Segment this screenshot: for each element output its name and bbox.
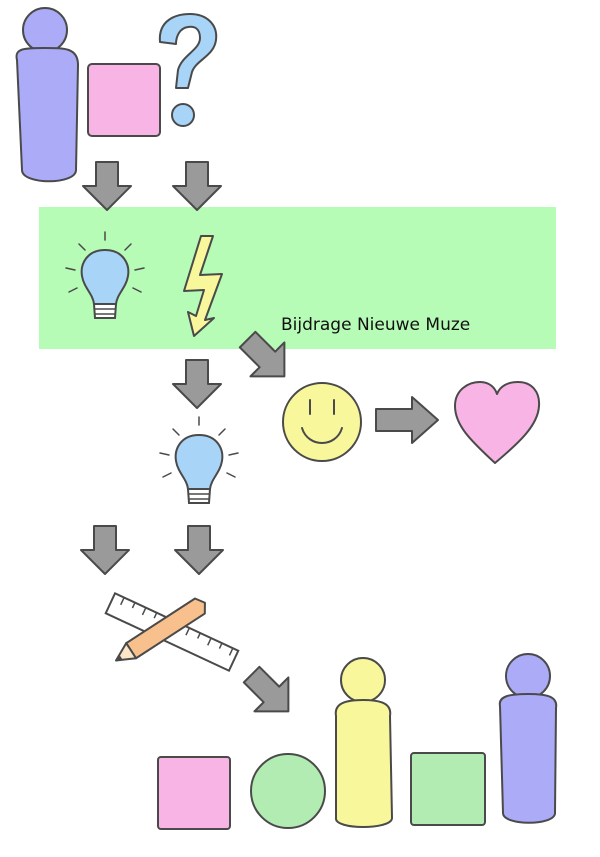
lightning-icon — [183, 235, 223, 337]
pencil-ruler-icon — [104, 591, 240, 673]
person-icon — [334, 657, 394, 828]
heart-icon — [454, 381, 541, 464]
arrow-down-icon — [172, 359, 222, 409]
person-icon — [15, 7, 80, 183]
question-mark-icon — [158, 13, 218, 127]
arrow-right-icon — [375, 396, 439, 444]
circle-icon — [250, 753, 326, 829]
smiley-icon — [282, 382, 362, 462]
square-icon — [410, 752, 486, 826]
arrow-down-icon — [174, 525, 224, 575]
highlight-label: Bijdrage Nieuwe Muze — [281, 315, 470, 335]
arrow-down-icon — [82, 161, 132, 211]
square-icon — [87, 63, 161, 137]
lightbulb-icon — [159, 416, 239, 504]
arrow-diagonal-icon — [242, 665, 290, 713]
arrow-down-icon — [172, 161, 222, 211]
person-icon — [498, 653, 558, 824]
square-icon — [157, 756, 231, 830]
arrow-down-icon — [80, 525, 130, 575]
arrow-diagonal-icon — [238, 330, 286, 378]
